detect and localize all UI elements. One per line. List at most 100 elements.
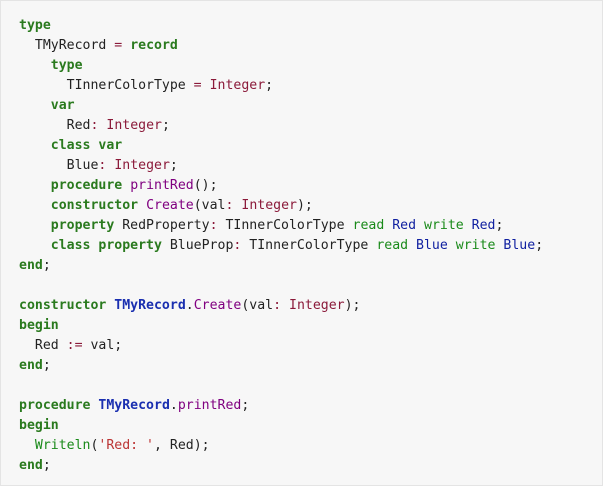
keyword-token: begin [19,318,59,333]
code-text: . [185,298,194,313]
code-text [464,218,472,233]
code-text: ; [169,158,178,173]
code-line: type [19,16,602,36]
type-token: : [233,238,242,253]
code-text [416,218,424,233]
code-text: BlueProp [161,238,234,253]
code-line [19,376,602,396]
code-text: TInnerColorType [217,218,353,233]
directive-token: read [352,218,385,233]
directive-token: write [455,238,496,253]
keyword-token: procedure [19,398,91,413]
keyword-token: property [50,218,115,233]
keyword-token: procedure [50,178,123,193]
code-text: Red [19,118,91,133]
keyword-token: var [50,98,75,113]
code-line: TInnerColorType = Integer; [19,76,602,96]
code-line: TMyRecord = record [19,36,602,56]
code-text: RedProperty [114,218,210,233]
code-text: Blue [19,158,99,173]
identifier-token: Blue [416,238,448,253]
type-token: = [193,78,202,93]
code-text: ; [161,118,170,133]
code-text: (); [193,178,218,193]
code-text: ); [344,298,361,313]
type-token: Integer [209,78,266,93]
code-line: Blue: Integer; [19,156,602,176]
code-line: end; [19,256,602,276]
code-text: ; [495,218,504,233]
code-line: begin [19,416,602,436]
code-line: type [19,56,602,76]
code-text [408,238,416,253]
function-name: printRed [130,178,194,193]
type-name: TMyRecord [114,298,186,313]
code-line: end; [19,356,602,376]
code-text: ; [241,398,250,413]
keyword-token: class var [50,138,123,153]
code-line: Red := val; [19,336,602,356]
code-text: val; [82,338,123,353]
keyword-token: end [19,458,43,473]
keyword-token: end [19,258,43,273]
type-token: = [114,38,123,53]
code-text: TInnerColorType [241,238,377,253]
keyword-token: type [19,18,51,33]
identifier-token: Red [471,218,496,233]
directive-token: Writeln [34,438,91,453]
type-token: Integer [106,118,162,133]
code-text [122,38,130,53]
code-text: ; [42,358,51,373]
code-line: property RedProperty: TInnerColorType re… [19,216,602,236]
code-text: TInnerColorType [19,78,194,93]
code-text [19,198,51,213]
code-line: Writeln('Red: ', Red); [19,436,602,456]
type-token: : [273,298,282,313]
code-text: ( [90,438,99,453]
type-token: : [98,158,107,173]
code-text [202,78,210,93]
code-text [122,178,130,193]
string-literal: 'Red: ' [98,438,154,453]
keyword-token: class property [50,238,162,253]
keyword-token: record [130,38,178,53]
directive-token: write [424,218,464,233]
code-line: begin [19,316,602,336]
code-text: (val [241,298,274,313]
code-text [138,198,146,213]
code-text: . [169,398,178,413]
type-name: TMyRecord [98,398,170,413]
code-text: , Red); [154,438,210,453]
code-text [19,138,51,153]
code-text: ); [296,198,313,213]
function-name: Create [193,298,242,313]
code-text: ; [535,238,544,253]
keyword-token: constructor [19,298,107,313]
code-text: ; [42,258,51,273]
code-line: constructor Create(val: Integer); [19,196,602,216]
code-text [448,238,456,253]
code-text [19,178,51,193]
code-text [281,298,289,313]
identifier-token: Blue [503,238,536,253]
code-line: var [19,96,602,116]
type-token: Integer [289,298,345,313]
code-text: TMyRecord [19,38,115,53]
code-line: Red: Integer; [19,116,602,136]
keyword-token: constructor [50,198,139,213]
function-name: printRed [177,398,242,413]
keyword-token: begin [19,418,59,433]
type-token: : [90,118,99,133]
type-token: Integer [114,158,170,173]
code-text [19,98,51,113]
code-text: ; [42,458,51,473]
code-line: constructor TMyRecord.Create(val: Intege… [19,296,602,316]
code-line: class property BlueProp: TInnerColorType… [19,236,602,256]
type-token: Integer [241,198,297,213]
code-text: (val [193,198,226,213]
type-token: : [209,218,218,233]
code-text [19,438,35,453]
keyword-token: type [50,58,83,73]
code-text [19,58,51,73]
